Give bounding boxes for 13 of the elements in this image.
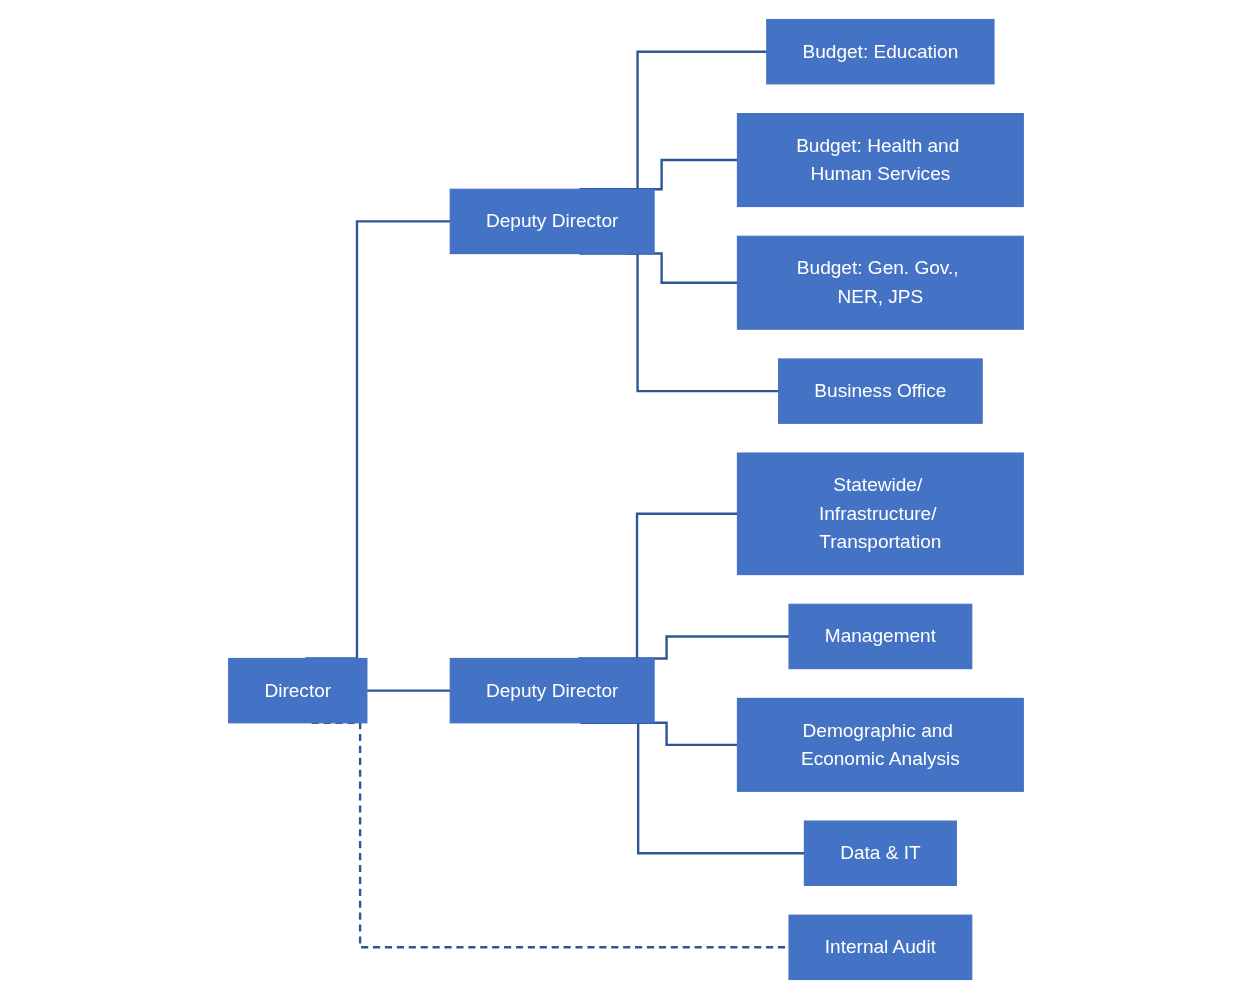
node-box: Demographic and Economic Analysis xyxy=(736,697,1024,792)
node-box: Management xyxy=(788,603,973,670)
node-box: Budget: Health and Human Services xyxy=(736,113,1024,208)
node-box: Deputy Director xyxy=(449,657,655,724)
node-box: Data & IT xyxy=(803,820,957,886)
node-box: Budget: Education xyxy=(766,18,995,85)
node-box: Director xyxy=(228,657,368,724)
node-box: Business Office xyxy=(778,358,983,424)
connector xyxy=(366,689,451,692)
node-box: Internal Audit xyxy=(788,914,973,981)
node-box: Budget: Gen. Gov., NER, JPS xyxy=(736,235,1024,330)
node-box: Deputy Director xyxy=(449,188,655,255)
node-box: Statewide/ Infrastructure/ Transportation xyxy=(736,452,1024,576)
